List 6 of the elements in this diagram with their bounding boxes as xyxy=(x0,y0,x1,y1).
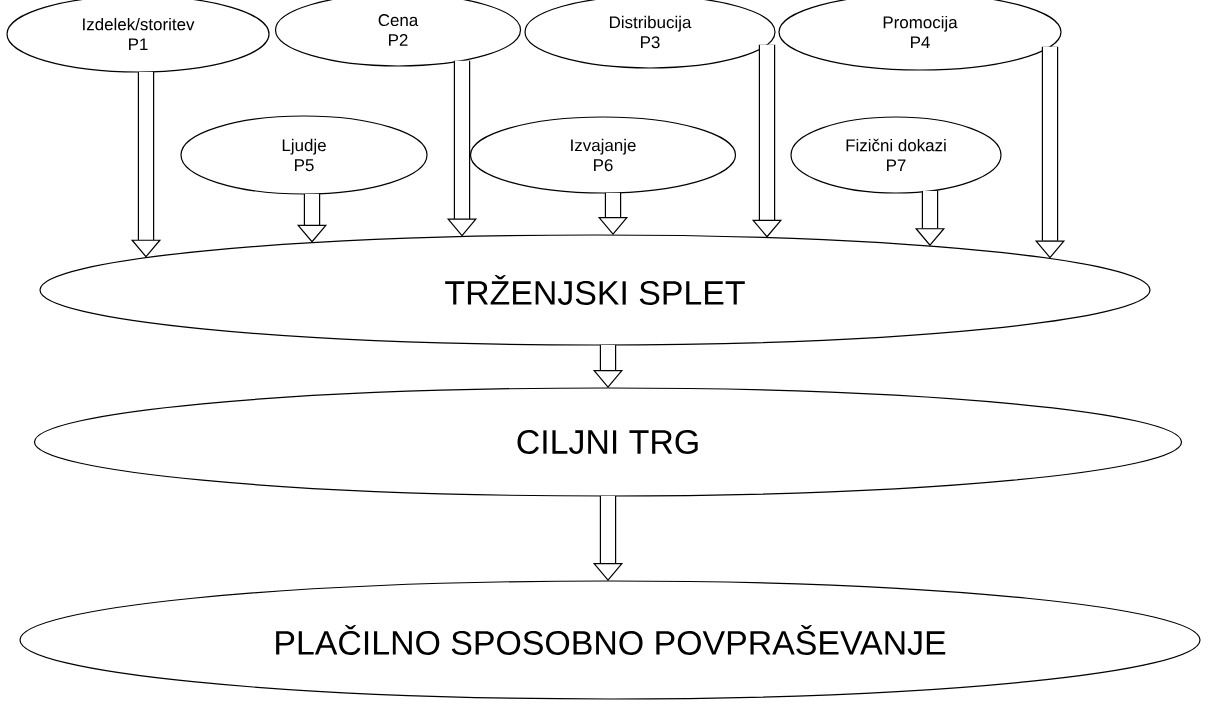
ellipse-node: PLAČILNO SPOSOBNO POVPRAŠEVANJE xyxy=(19,580,1201,700)
ellipse-node: Ljudje P5 xyxy=(180,115,428,195)
ellipse-node: Izvajanje P6 xyxy=(469,116,737,194)
ellipse-node: TRŽENJSKI SPLET xyxy=(39,234,1151,346)
ellipse-node: CILJNI TRG xyxy=(33,387,1183,497)
ellipse-node: Fizični dokazi P7 xyxy=(790,116,1002,194)
